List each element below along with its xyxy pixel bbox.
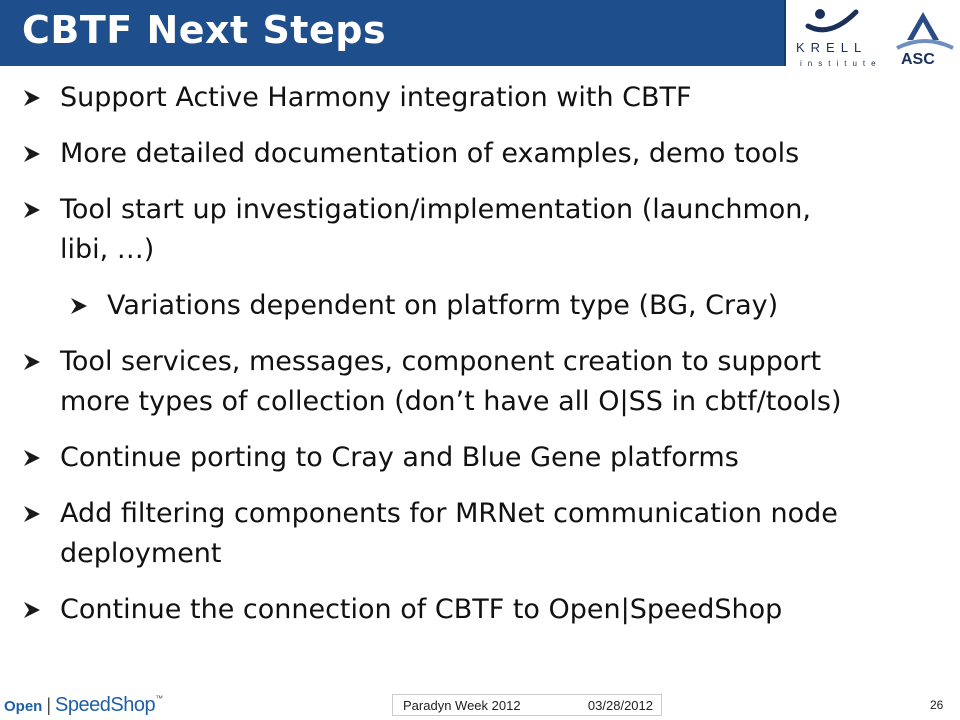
arrow-bullet-icon <box>24 450 40 466</box>
bullet-text-line: Continue the connection of CBTF to Open|… <box>60 594 783 625</box>
arrow-bullet-icon <box>24 506 40 522</box>
arrow-bullet-icon <box>24 354 40 370</box>
svg-text:ASC: ASC <box>901 51 935 68</box>
bullet-text-line: libi, …) <box>60 234 155 265</box>
bullet-item: Tool services, messages, component creat… <box>22 342 950 422</box>
krell-institute-logo: KRELL institute <box>796 9 882 68</box>
bullet-text-line: Add filtering components for MRNet commu… <box>60 498 838 529</box>
bullet-item: Tool start up investigation/implementati… <box>22 190 950 270</box>
bullet-text-line: Tool start up investigation/implementati… <box>60 194 811 225</box>
svg-text:institute: institute <box>800 59 882 68</box>
arrow-bullet-icon <box>24 90 40 106</box>
footer-event-box: Paradyn Week 2012 03/28/2012 <box>392 694 662 716</box>
sub-bullet-item: Variations dependent on platform type (B… <box>69 286 950 326</box>
svg-text:KRELL: KRELL <box>796 40 867 55</box>
logo-speedshop-text: SpeedShop <box>55 694 156 716</box>
bullet-item: Continue porting to Cray and Blue Gene p… <box>22 438 950 478</box>
bullet-text-line: deployment <box>60 538 222 569</box>
logo-separator: | <box>46 695 52 715</box>
bullet-item: Add filtering components for MRNet commu… <box>22 494 950 574</box>
footer-event-name: Paradyn Week 2012 <box>403 698 521 713</box>
bullet-item: More detailed documentation of examples,… <box>22 134 950 174</box>
bullet-text-line: More detailed documentation of examples,… <box>60 138 800 169</box>
arrow-bullet-icon <box>24 202 40 218</box>
slide-title: CBTF Next Steps <box>22 8 387 52</box>
page-number: 26 <box>930 698 944 712</box>
bullet-item: Support Active Harmony integration with … <box>22 78 950 118</box>
bullet-list: Support Active Harmony integration with … <box>0 70 960 670</box>
asc-logo: ASC <box>896 12 954 68</box>
openspeedshop-logo: Open|SpeedShop™ <box>4 694 163 718</box>
logo-open-text: Open <box>4 698 43 715</box>
bullet-text-line: more types of collection (don’t have all… <box>60 386 842 417</box>
bullet-text-line: Tool services, messages, component creat… <box>60 346 822 377</box>
arrow-bullet-icon <box>71 298 87 314</box>
bullet-text-line: Support Active Harmony integration with … <box>60 82 692 113</box>
bullet-text-line: Variations dependent on platform type (B… <box>107 290 779 321</box>
bullet-text-line: Continue porting to Cray and Blue Gene p… <box>60 442 739 473</box>
title-bar: CBTF Next Steps <box>0 0 786 66</box>
bullet-item: Continue the connection of CBTF to Open|… <box>22 590 950 630</box>
footer-date: 03/28/2012 <box>587 698 653 713</box>
logo-trademark: ™ <box>155 694 164 703</box>
arrow-bullet-icon <box>24 602 40 618</box>
arrow-bullet-icon <box>24 146 40 162</box>
